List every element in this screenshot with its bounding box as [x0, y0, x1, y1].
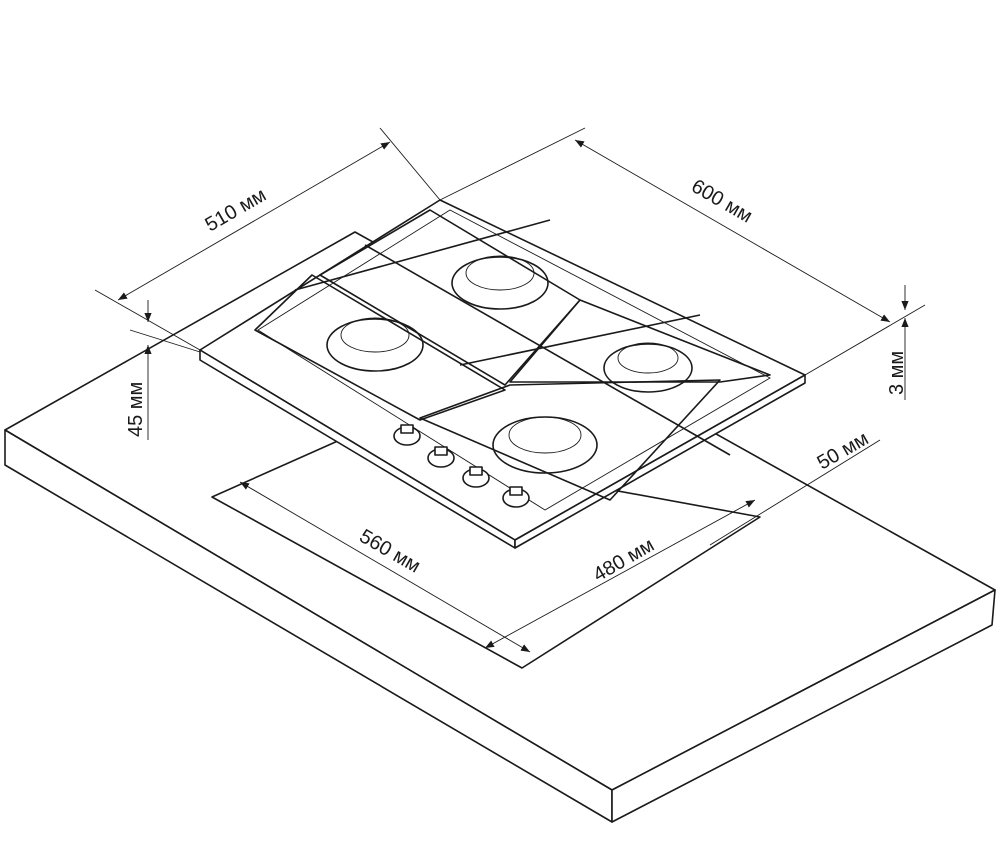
burner-rear-right — [451, 255, 549, 310]
dim-depth-label: 510 мм — [202, 184, 271, 236]
dimension-lines — [94, 127, 926, 653]
dim-install-height-label: 45 мм — [125, 382, 147, 437]
burner-front-right — [603, 342, 693, 393]
knob-2 — [427, 446, 455, 468]
dim-front-margin-label: 50 мм — [814, 428, 873, 475]
knob-1 — [393, 424, 421, 446]
dim-glass-thickness-label: 3 мм — [886, 351, 908, 395]
burner-rear-left — [326, 317, 424, 372]
dim-width-label: 600 мм — [688, 175, 757, 227]
burner-front-left — [492, 416, 598, 474]
